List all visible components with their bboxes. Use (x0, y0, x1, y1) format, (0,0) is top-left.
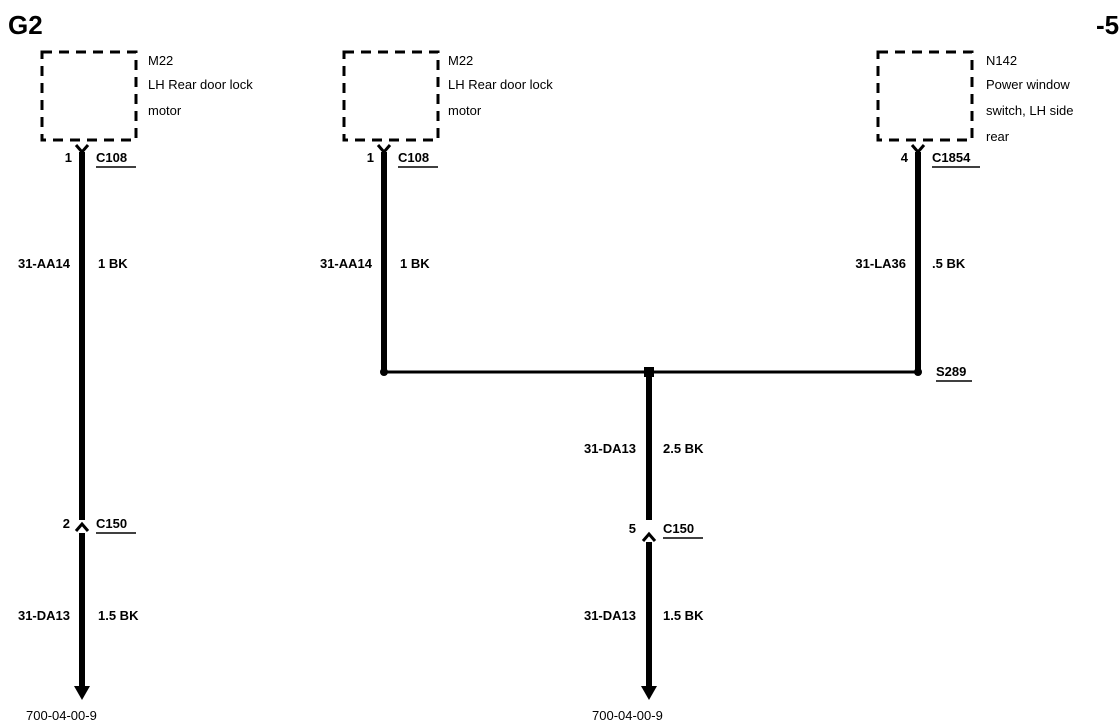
component-id: M22 (448, 53, 473, 68)
splice-s289[interactable]: S289 (380, 364, 972, 382)
connector-name: C150 (663, 521, 694, 536)
wire-circuit: 31-AA14 (18, 256, 71, 271)
component-box (342, 50, 440, 142)
wire-circuit: 31-DA13 (584, 608, 636, 623)
wire-spec: 1.5 BK (98, 608, 139, 623)
component-name-line: Power window (986, 77, 1070, 92)
component-m22-left[interactable]: M22 LH Rear door lock motor (40, 50, 253, 142)
wire-run-middle[interactable]: 1 C108 31-AA14 1 BK (320, 144, 438, 370)
wire-circuit: 31-DA13 (584, 441, 636, 456)
wire-spec: .5 BK (932, 256, 966, 271)
component-n142[interactable]: N142 Power window switch, LH side rear (876, 50, 1073, 144)
wire-spec: 1.5 BK (663, 608, 704, 623)
wire-circuit: 31-LA36 (855, 256, 906, 271)
splice-node (914, 368, 922, 376)
page-reference[interactable]: 700-04-00-9 (26, 708, 97, 723)
wire-circuit: 31-DA13 (18, 608, 70, 623)
wire-run-center[interactable]: 31-DA13 2.5 BK 5 C150 31-DA13 1.5 BK 700… (584, 372, 704, 723)
wire-spec: 1 BK (400, 256, 430, 271)
connector-pin: 1 (367, 150, 374, 165)
wire-spec: 1 BK (98, 256, 128, 271)
connector-pin: 5 (629, 521, 636, 536)
arrow-down-icon (74, 686, 90, 700)
wire-spec: 2.5 BK (663, 441, 704, 456)
component-name-line: switch, LH side (986, 103, 1073, 118)
splice-node (380, 368, 388, 376)
arrow-down-icon (641, 686, 657, 700)
connector-pin-symbol (910, 144, 926, 155)
wire-circuit: 31-AA14 (320, 256, 373, 271)
component-id: M22 (148, 53, 173, 68)
connector-pin: 2 (63, 516, 70, 531)
connector-pin-symbol (74, 521, 90, 532)
component-name-line: LH Rear door lock (148, 77, 253, 92)
connector-pin-symbol (376, 144, 392, 155)
component-m22-middle[interactable]: M22 LH Rear door lock motor (342, 50, 553, 142)
connector-name: C108 (96, 150, 127, 165)
connector-name: C108 (398, 150, 429, 165)
component-name-line: rear (986, 129, 1010, 144)
connector-pin-symbol (641, 531, 657, 542)
component-name-line: LH Rear door lock (448, 77, 553, 92)
splice-name: S289 (936, 364, 966, 379)
grid-reference: G2 (8, 10, 43, 40)
connector-pin: 1 (65, 150, 72, 165)
connector-pin-symbol (74, 144, 90, 155)
wire-run-right[interactable]: 4 C1854 31-LA36 .5 BK (855, 144, 980, 370)
page-number: -5 (1096, 10, 1119, 40)
component-name-line: motor (448, 103, 482, 118)
component-name-line: motor (148, 103, 182, 118)
component-box (40, 50, 138, 142)
page-reference[interactable]: 700-04-00-9 (592, 708, 663, 723)
component-id: N142 (986, 53, 1017, 68)
connector-name: C1854 (932, 150, 971, 165)
wire-run-left[interactable]: 1 C108 31-AA14 1 BK 2 C150 31-DA13 1.5 B… (18, 144, 139, 723)
component-box (876, 50, 974, 142)
connector-pin: 4 (901, 150, 909, 165)
connector-name: C150 (96, 516, 127, 531)
